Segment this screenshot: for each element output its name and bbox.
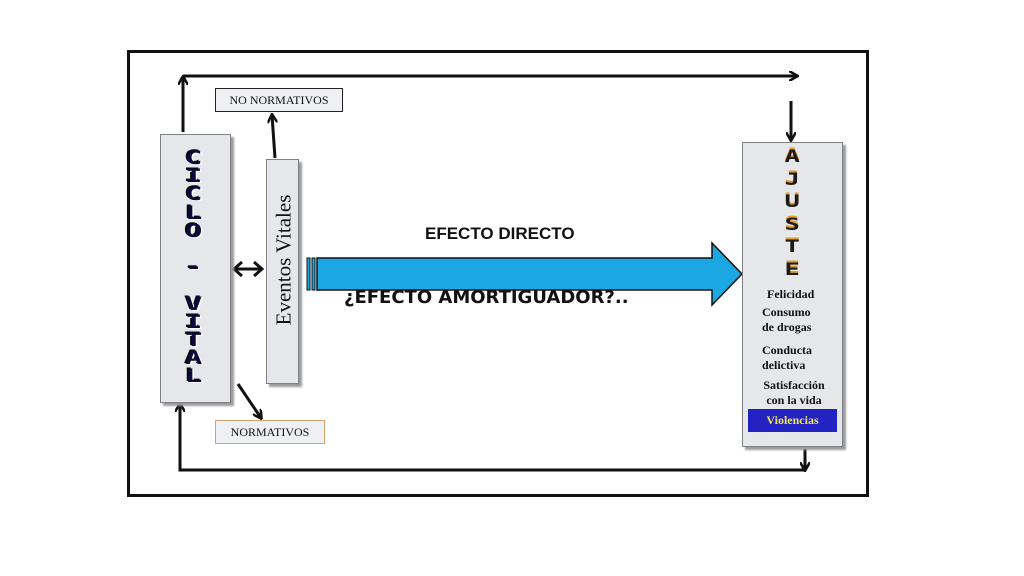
- ciclo-vital-panel: [160, 134, 231, 403]
- to-normativos-arrow: [236, 383, 261, 418]
- ajuste-label: A J U S T E: [784, 147, 800, 280]
- consumo-drogas-item: Consumo de drogas: [762, 305, 812, 334]
- no-normativos-box: NO NORMATIVOS: [215, 88, 343, 112]
- effect-big-arrow: [306, 241, 744, 307]
- to-no-normativos-arrow: [272, 115, 275, 159]
- conducta-delictiva-item: Conducta delictiva: [762, 343, 813, 372]
- efecto-directo-label: EFECTO DIRECTO: [425, 224, 575, 243]
- diagram-frame: [127, 50, 869, 497]
- normativos-box: NORMATIVOS: [215, 420, 325, 444]
- eventos-vitales-panel: [266, 159, 299, 384]
- eventos-vitales-label: Eventos Vitales: [271, 194, 296, 326]
- efecto-amortiguador-label: ¿EFECTO AMORTIGUADOR?..: [344, 287, 629, 308]
- bottom-loop-line: [180, 404, 805, 472]
- ciclo-vital-label: C I C L O - V I T A L: [185, 147, 203, 388]
- felicidad-item: Felicidad: [767, 287, 815, 301]
- violencias-badge: Violencias: [748, 409, 837, 432]
- satisfaccion-vida-item: Satisfacción con la vida: [763, 378, 825, 407]
- ajuste-panel: [742, 142, 843, 447]
